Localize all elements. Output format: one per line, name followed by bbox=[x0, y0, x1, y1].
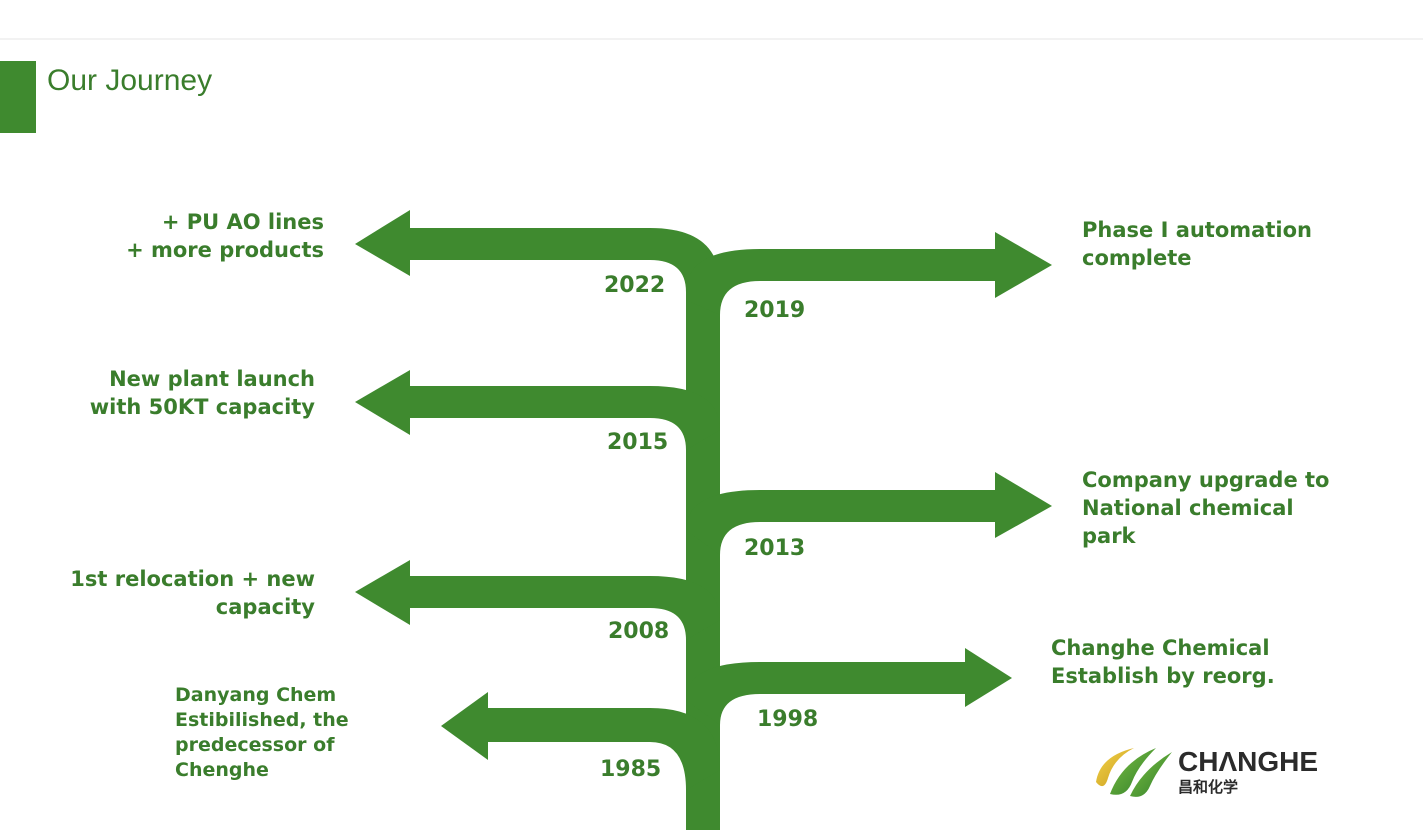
arrowhead-2008 bbox=[355, 560, 410, 625]
branch-2008 bbox=[410, 576, 720, 640]
year-1985: 1985 bbox=[600, 757, 662, 782]
year-2013: 2013 bbox=[744, 536, 806, 561]
milestone-label-2022: + PU AO lines + more products bbox=[126, 210, 324, 262]
milestone-label-2019: Phase I automation complete bbox=[1082, 218, 1312, 270]
leaf-swoosh-logo-icon bbox=[1096, 748, 1172, 797]
year-1998: 1998 bbox=[757, 707, 819, 732]
branch-1985 bbox=[488, 708, 720, 790]
branch-2013 bbox=[686, 490, 995, 555]
milestone-label-2013: Company upgrade to National chemical par… bbox=[1082, 468, 1330, 548]
branch-1998 bbox=[686, 662, 965, 725]
logo-wordmark: CHΛNGHE bbox=[1178, 746, 1319, 777]
arrowhead-2022 bbox=[355, 210, 410, 276]
milestone-label-2008: 1st relocation + new capacity bbox=[70, 567, 315, 619]
milestone-label-2015: New plant launch with 50KT capacity bbox=[89, 367, 315, 419]
year-2019: 2019 bbox=[744, 298, 806, 323]
arrowhead-2015 bbox=[355, 370, 410, 435]
title-accent-bar bbox=[0, 61, 36, 133]
milestone-label-1998: Changhe Chemical Establish by reorg. bbox=[1051, 636, 1275, 688]
arrowhead-2019 bbox=[995, 232, 1052, 298]
arrowhead-1985 bbox=[441, 692, 488, 760]
page-title: Our Journey bbox=[47, 64, 213, 97]
top-divider bbox=[0, 38, 1423, 40]
milestone-label-1985: Danyang Chem Estibilished, the predecess… bbox=[175, 684, 349, 781]
year-2008: 2008 bbox=[608, 619, 670, 644]
year-2015: 2015 bbox=[607, 430, 669, 455]
arrowhead-1998 bbox=[965, 648, 1012, 707]
company-logo: CHΛNGHE 昌和化学 bbox=[1092, 742, 1332, 802]
logo-chinese-name: 昌和化学 bbox=[1178, 778, 1239, 796]
arrowhead-2013 bbox=[995, 472, 1052, 538]
year-2022: 2022 bbox=[604, 273, 666, 298]
branch-2022 bbox=[410, 228, 720, 292]
branch-2019 bbox=[686, 249, 995, 315]
branch-2015 bbox=[410, 386, 720, 450]
